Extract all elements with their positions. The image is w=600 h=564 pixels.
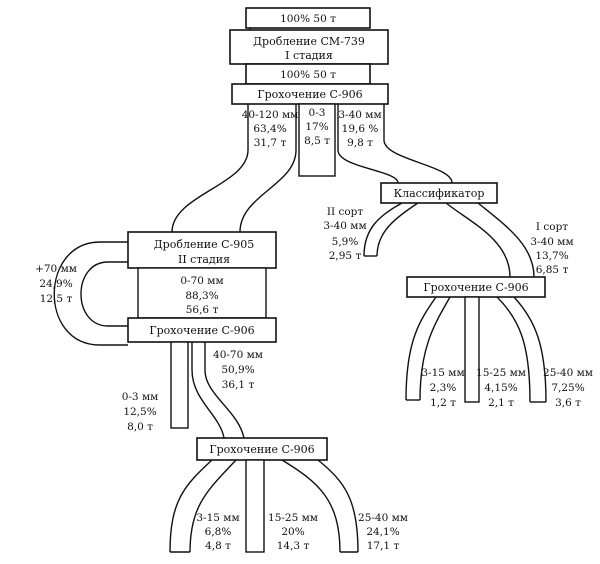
flow-0-3-b-mass: 8,0 т <box>127 421 153 433</box>
bottom-out-2-pct: 20% <box>281 526 304 538</box>
input-label: 100% 50 т <box>280 13 336 25</box>
flow-0-3-a-band <box>298 103 336 177</box>
flow-3-40-edge-left <box>337 104 399 184</box>
flow-40-70-size: 40-70 мм <box>213 349 263 361</box>
bottom-out-3-edge-outer <box>317 459 359 553</box>
flow-0-3-b-size: 0-3 мм <box>122 391 159 403</box>
flow-0-70-size: 0-70 мм <box>180 275 223 287</box>
right-out-3-pct: 7,25% <box>551 382 584 394</box>
right-out-3-edge-outer <box>513 296 547 403</box>
recycle-size: +70 мм <box>35 263 77 275</box>
after-crusher-1-label: 100% 50 т <box>280 69 336 81</box>
flow-40-120-edge-inner <box>239 104 297 233</box>
flow-0-3-b-band <box>170 341 189 429</box>
flow-40-70-edge-left <box>191 342 225 439</box>
sort-2-edge-outer <box>363 202 403 257</box>
right-out-2-size: 15-25 мм <box>476 367 526 379</box>
flow-3-40-mass: 9,8 т <box>347 137 373 149</box>
screen-2-label: Грохочение С-906 <box>149 324 254 337</box>
flow-40-120-edge-outer <box>171 104 249 233</box>
classifier-label: Классификатор <box>394 187 485 200</box>
recycle-mass: 12,5 т <box>40 293 73 305</box>
bottom-out-2-size: 15-25 мм <box>268 512 318 524</box>
recycle-loop-inner <box>80 261 128 327</box>
recycle-pct: 24,9% <box>39 278 72 290</box>
sort-1-edge-outer <box>477 202 535 278</box>
bottom-out-3-mass: 17,1 т <box>367 540 400 552</box>
bottom-out-2-mass: 14,3 т <box>277 540 310 552</box>
sort-2-title: II сорт <box>327 206 364 218</box>
flow-40-120-size: 40-120 мм <box>242 109 299 121</box>
right-out-1-mass: 1,2 т <box>430 397 456 409</box>
flow-3-40-size: 3-40 мм <box>338 109 381 121</box>
recycle-loop-outer <box>53 241 128 346</box>
sort-2-size: 3-40 мм <box>323 220 366 232</box>
flow-40-70-mass: 36,1 т <box>222 379 255 391</box>
sort-1-edge-inner <box>445 202 511 278</box>
sort-2-pct: 5,9% <box>332 236 359 248</box>
sort-1-mass: 6,85 т <box>536 264 569 276</box>
right-out-1-pct: 2,3% <box>430 382 457 394</box>
flow-3-40-edge-right <box>383 104 453 184</box>
sort-1-title: I сорт <box>536 221 568 233</box>
right-out-2-mass: 2,1 т <box>488 397 514 409</box>
input-box <box>245 7 371 29</box>
flow-0-3-a-pct: 17% <box>305 121 328 133</box>
flow-40-70-pct: 50,9% <box>221 364 254 376</box>
crusher-2-stage: II стадия <box>178 253 230 266</box>
flow-0-3-a-size: 0-3 <box>309 107 326 119</box>
bottom-out-1-edge-outer <box>169 459 213 553</box>
bottom-out-3-pct: 24,1% <box>366 526 399 538</box>
classifier-box <box>380 182 498 204</box>
sort-2-edge-inner <box>376 202 419 257</box>
flow-40-120-mass: 31,7 т <box>254 137 287 149</box>
flow-0-3-a-mass: 8,5 т <box>304 135 330 147</box>
bottom-out-3-size: 25-40 мм <box>358 512 408 524</box>
flow-0-70-band <box>137 267 267 319</box>
bottom-out-1-pct: 6,8% <box>205 526 232 538</box>
bottom-out-1-edge-inner <box>189 459 237 553</box>
bottom-out-3-edge-inner <box>281 459 341 553</box>
bottom-out-2-band <box>245 459 265 553</box>
sort-1-size: 3-40 мм <box>530 236 573 248</box>
sort-1-pct: 13,7% <box>535 250 568 262</box>
screen-3-label: Грохочение С-906 <box>209 443 314 456</box>
screen-1-label: Грохочение С-906 <box>257 88 362 101</box>
bottom-out-1-mass: 4,8 т <box>205 540 231 552</box>
crusher-1-stage: I стадия <box>285 49 333 62</box>
right-out-2-pct: 4,15% <box>484 382 517 394</box>
right-out-1-size: 3-15 мм <box>421 367 464 379</box>
flow-0-3-b-pct: 12,5% <box>123 406 156 418</box>
crusher-1-title: Дробление СМ-739 <box>253 35 365 48</box>
screen-right-label: Грохочение С-906 <box>423 281 528 294</box>
right-out-1-edge-outer <box>405 296 437 401</box>
flow-40-120-pct: 63,4% <box>253 123 286 135</box>
flow-0-70-mass: 56,6 т <box>186 304 219 316</box>
flow-3-40-pct: 19,6 % <box>342 123 379 135</box>
right-out-2-band <box>464 296 480 403</box>
flow-0-70-pct: 88,3% <box>185 290 218 302</box>
crusher-2-box <box>127 231 277 269</box>
crusher-1-box <box>229 29 389 65</box>
flow-40-70-edge-right <box>204 342 245 439</box>
crusher-2-title: Дробление С-905 <box>154 238 255 251</box>
right-out-3-size: 25-40 мм <box>543 367 593 379</box>
right-out-3-mass: 3,6 т <box>555 397 581 409</box>
right-out-1-edge-inner <box>419 296 451 401</box>
sort-2-mass: 2,95 т <box>329 250 362 262</box>
right-out-3-edge-inner <box>496 296 531 403</box>
bottom-out-1-size: 3-15 мм <box>196 512 239 524</box>
screen-2-box <box>127 317 277 343</box>
